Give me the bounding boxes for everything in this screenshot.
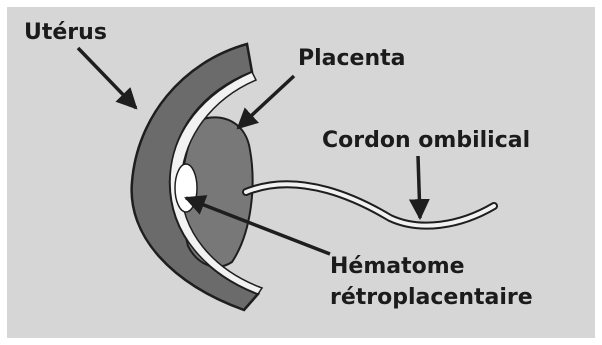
hematoma — [175, 164, 197, 212]
arrow-uterus — [78, 48, 136, 108]
label-cord: Cordon ombilical — [322, 128, 530, 154]
arrow-cord — [418, 156, 420, 218]
label-uterus: Utérus — [24, 20, 107, 46]
label-hematoma-line2: rétroplacentaire — [330, 285, 533, 311]
label-hematoma-line1: Hématome — [330, 254, 465, 280]
label-placenta: Placenta — [298, 46, 406, 72]
